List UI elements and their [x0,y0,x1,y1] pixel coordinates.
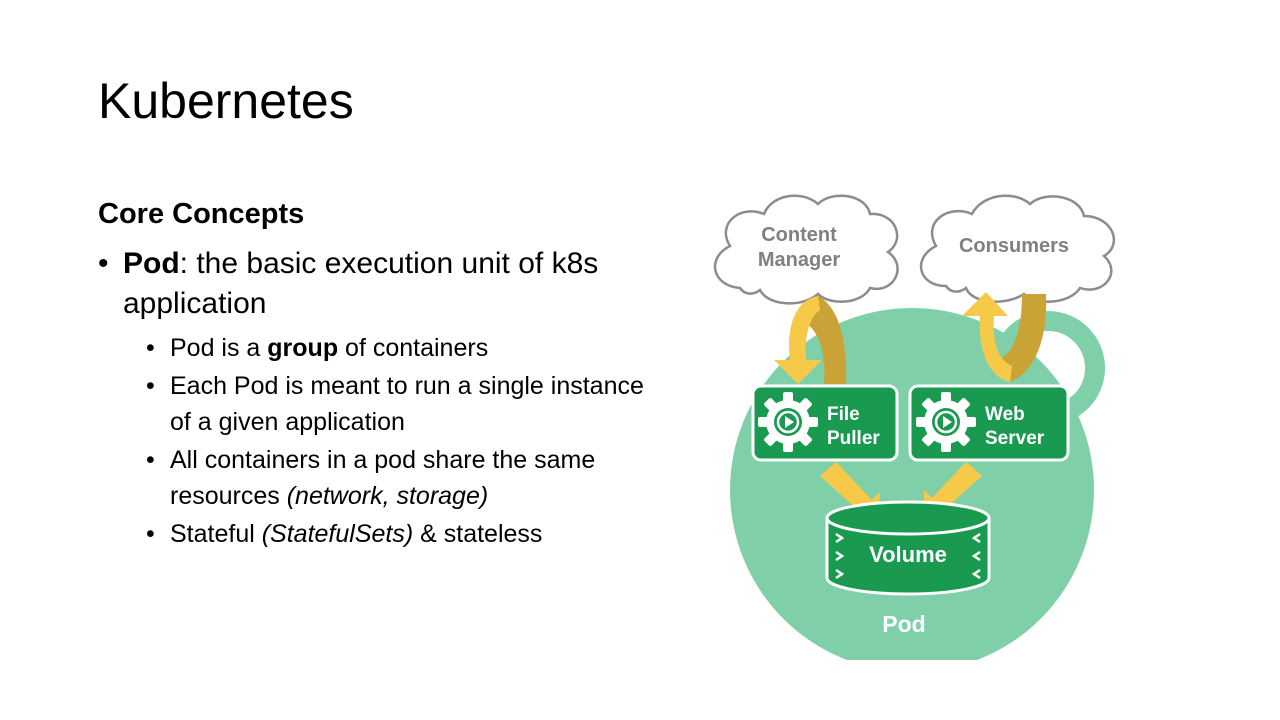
gear-play-icon [758,392,818,452]
cloud-left-line2: Manager [758,249,840,271]
bullet-dot-icon: • [146,334,155,363]
arrow-content-to-puller [774,296,847,384]
sub-bullet-text: Stateful [170,520,262,549]
cloud-left-line1: Content [761,224,837,246]
sub-bullet-text: & stateless [413,520,543,549]
sub-bullet-text: Pod is a [170,334,268,363]
bullet-dot-icon: • [146,446,155,475]
box-left-line1: File [827,404,860,425]
arrow-server-to-consumers [962,292,1047,382]
sub-bullet-group: • Pod is a group of containers [146,330,658,366]
bullet-dot-icon: • [146,372,155,401]
bullet-dot-icon: • [98,247,109,281]
sub-bullet-text: Each Pod is meant to run a single instan… [170,372,644,437]
sub-bullet-stateful: • Stateful (StatefulSets) & stateless [146,516,658,552]
box-left-line2: Puller [827,428,880,449]
cloud-content-manager: Content Manager [713,194,899,305]
bullet-pod: • Pod: the basic execution unit of k8s a… [98,244,658,324]
box-right-line2: Server [985,428,1045,449]
sub-bullet-single-instance: • Each Pod is meant to run a single inst… [146,368,658,440]
cloud-consumers: Consumers [919,194,1116,303]
bullet-term: Pod [123,247,180,281]
bullet-dot-icon: • [146,520,155,549]
bullet-text: : the basic execution unit of k8s applic… [123,247,599,321]
file-puller-box: File Puller [751,384,899,462]
sub-bullet-list: • Pod is a group of containers • Each Po… [98,330,658,552]
web-server-box: Web Server [908,384,1070,462]
sub-bullet-italic: (StatefulSets) [261,520,414,549]
sub-bullet-bold: group [267,334,339,363]
volume-label: Volume [869,542,947,567]
text-block: Core Concepts • Pod: the basic execution… [98,196,658,554]
sub-bullet-text: All containers in a pod share the same r… [170,446,596,511]
pod-diagram: Content Manager Consumers [700,180,1150,660]
sub-bullet-share-resources: • All containers in a pod share the same… [146,442,658,514]
pod-label: Pod [882,611,925,637]
gear-play-icon [916,392,976,452]
box-right-line1: Web [985,404,1025,425]
sub-bullet-text: of containers [338,334,489,363]
cloud-right-label: Consumers [959,235,1069,257]
pod-diagram-svg: Content Manager Consumers [713,194,1116,660]
slide-title: Kubernetes [98,73,354,129]
volume-cylinder: Volume [825,500,991,596]
slide-subtitle: Core Concepts [98,198,305,230]
sub-bullet-italic: (network, storage) [286,482,489,511]
